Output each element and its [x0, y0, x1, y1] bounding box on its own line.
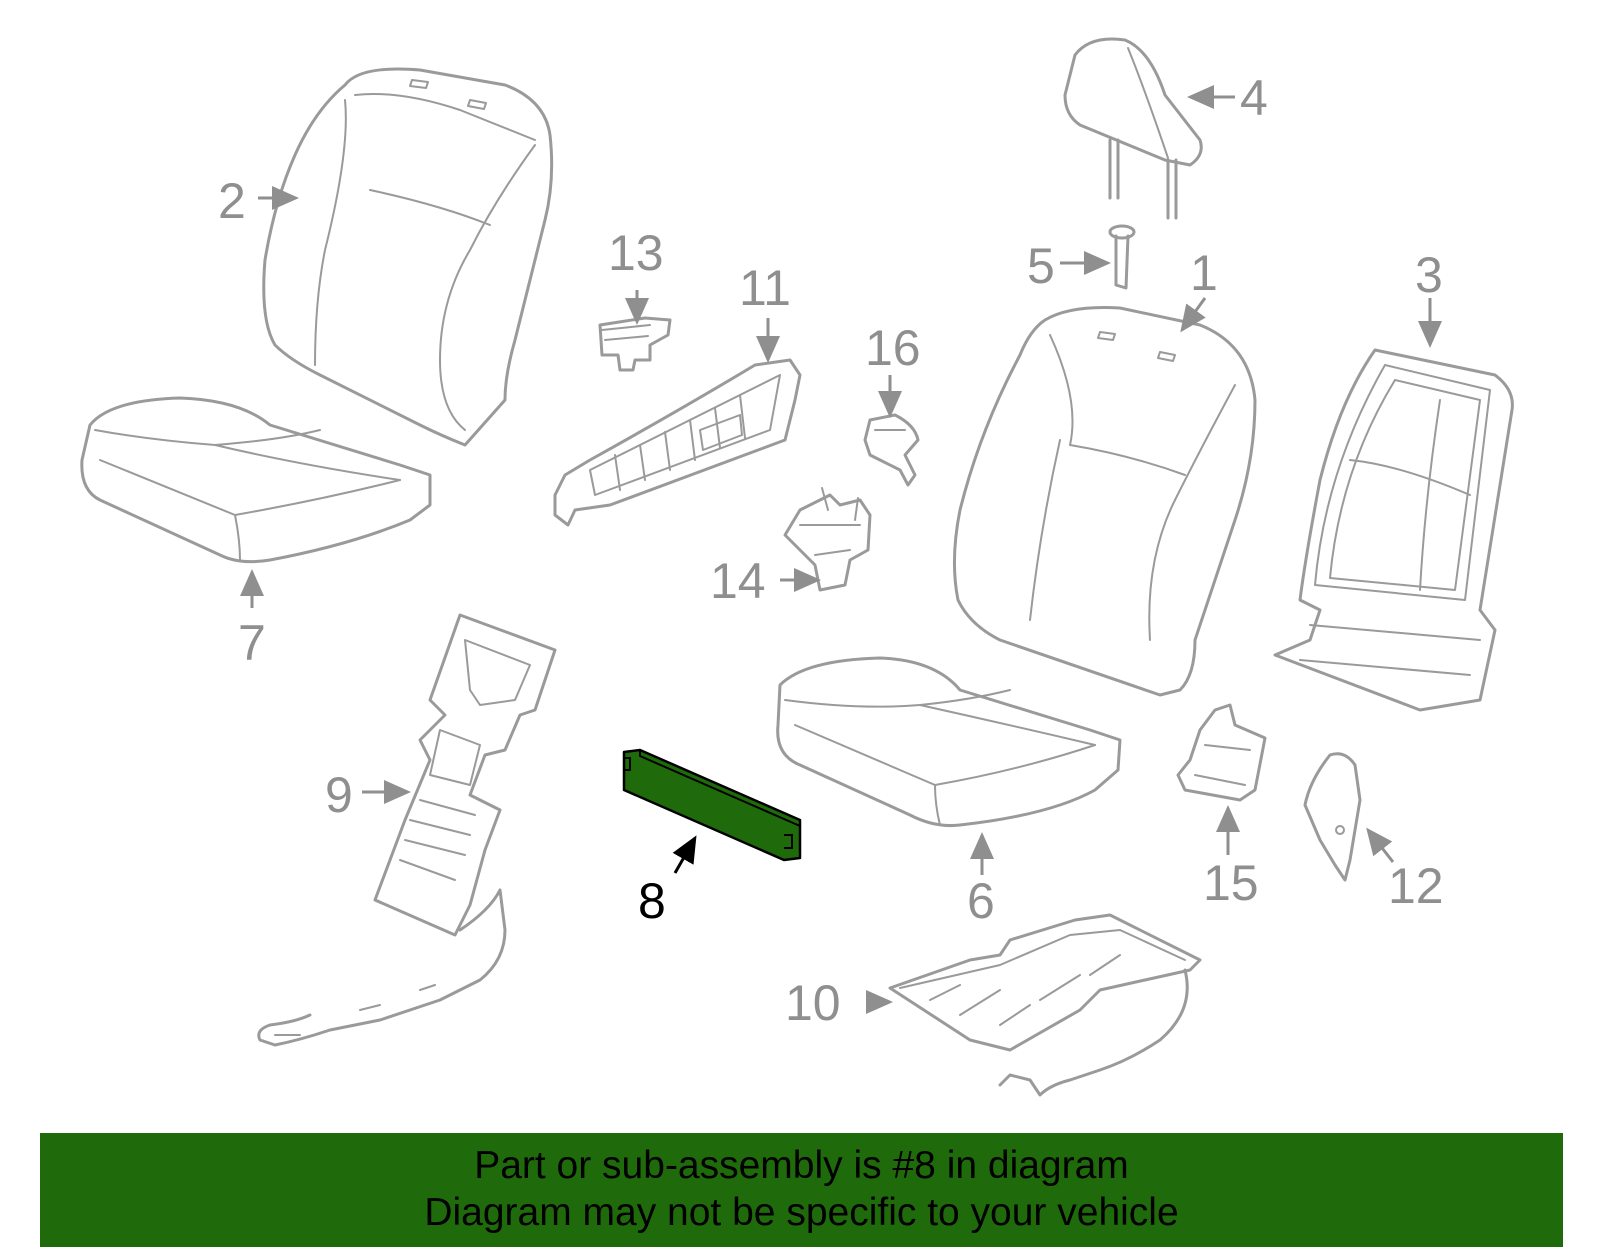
part-4-headrest — [1063, 37, 1203, 220]
callout-10: 10 — [785, 975, 841, 1031]
callout-labels: 1 2 3 4 5 6 7 8 9 10 11 12 13 14 15 16 — [218, 70, 1444, 1031]
part-9-sensor-mat — [257, 613, 557, 1047]
part-7-cushion-cover — [80, 396, 432, 564]
callout-15: 15 — [1203, 855, 1259, 911]
callout-2: 2 — [218, 173, 246, 229]
part-16-clip — [863, 413, 920, 487]
part-1-seatback — [952, 306, 1257, 697]
leader-lines — [240, 85, 1442, 1014]
part-10-sensor-mat — [888, 913, 1202, 1097]
callout-7: 7 — [238, 615, 266, 671]
part-12-cover — [1303, 752, 1362, 882]
callout-4: 4 — [1240, 70, 1268, 126]
part-8-highlighted[interactable] — [622, 748, 802, 862]
seat-parts-diagram: 1 2 3 4 5 6 7 8 9 10 11 12 13 14 15 16 — [80, 37, 1514, 1097]
part-2-seatback-cover — [262, 67, 554, 447]
part-3-frame — [1273, 348, 1514, 712]
part-15-bracket — [1176, 703, 1267, 802]
callout-12: 12 — [1388, 858, 1444, 914]
callout-8: 8 — [638, 873, 666, 929]
callout-16: 16 — [865, 320, 921, 376]
part-6-cushion-cover — [776, 656, 1122, 827]
part-5-guide — [1108, 224, 1136, 290]
callout-5: 5 — [1027, 238, 1055, 294]
callout-3: 3 — [1415, 247, 1443, 303]
part-11-side-shield — [553, 358, 802, 527]
callout-11: 11 — [739, 260, 791, 316]
callout-13: 13 — [608, 225, 664, 281]
callout-14: 14 — [710, 553, 766, 609]
banner-line-1: Part or sub-assembly is #8 in diagram — [474, 1144, 1129, 1187]
part-14-bracket — [783, 487, 872, 592]
part-13-clip — [598, 316, 672, 372]
callout-9: 9 — [325, 767, 353, 823]
callout-6: 6 — [967, 873, 995, 929]
banner-line-2: Diagram may not be specific to your vehi… — [424, 1191, 1179, 1234]
callout-1: 1 — [1190, 245, 1218, 301]
info-banner: Part or sub-assembly is #8 in diagram Di… — [40, 1133, 1563, 1247]
